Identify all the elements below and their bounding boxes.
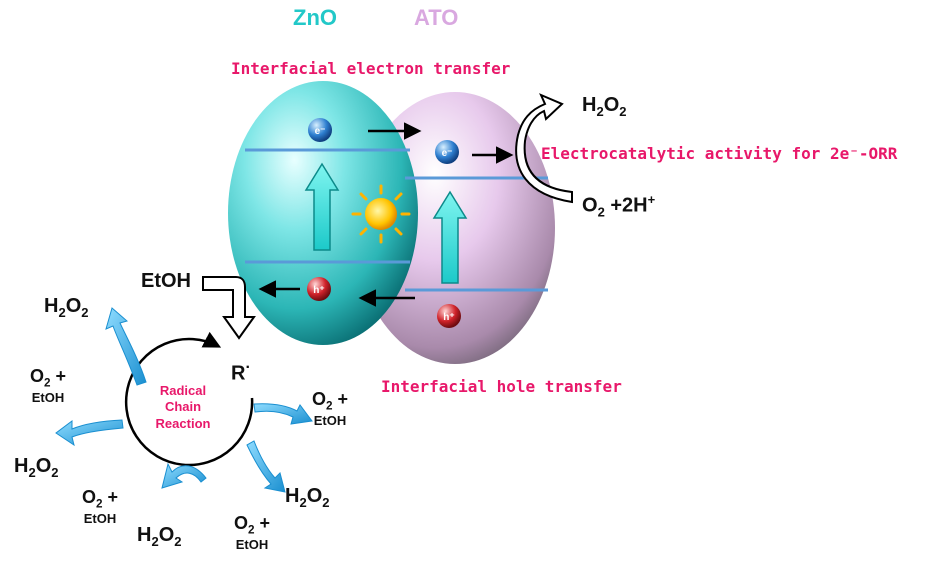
- zno-hole: h⁺: [307, 277, 331, 301]
- o2-etoh-cycle-3: O2 + EtOH: [233, 513, 271, 553]
- ato-hole: h⁺: [437, 304, 461, 328]
- o2-etoh-cycle-4: O2 + EtOH: [311, 389, 349, 429]
- svg-text:h⁺: h⁺: [313, 285, 324, 296]
- radical-label: R·: [231, 359, 251, 385]
- o2-etoh-cycle-1: O2 + EtOH: [29, 366, 67, 406]
- cycle-arrow-1: [105, 307, 147, 386]
- svg-text:e⁻: e⁻: [315, 126, 326, 137]
- o2-proton-reactant: O2 +2H+: [582, 192, 656, 220]
- radical-cycle-circle: [124, 331, 254, 467]
- etoh-label: EtOH: [141, 270, 191, 292]
- h2o2-cycle-4: H2O2: [285, 485, 330, 510]
- zno-excitation-arrow: [304, 162, 340, 251]
- h2o2-product-top: H2O2: [582, 94, 627, 119]
- electrocatalytic-label: Electrocatalytic activity for 2e⁻-ORR: [541, 144, 898, 163]
- interfacial-hole-transfer-label: Interfacial hole transfer: [381, 377, 622, 396]
- h2o2-cycle-2: H2O2: [14, 455, 59, 480]
- ato-label: ATO: [414, 5, 459, 30]
- cycle-arrow-4: [246, 440, 286, 493]
- svg-text:h⁺: h⁺: [443, 312, 454, 323]
- radical-chain-reaction-label: Radical Chain Reaction: [155, 383, 211, 431]
- zno-electron: e⁻: [308, 118, 332, 142]
- cycle-arrow-3: [161, 462, 207, 489]
- o2-etoh-cycle-2: O2 + EtOH: [81, 487, 119, 527]
- interfacial-electron-transfer-label: Interfacial electron transfer: [231, 59, 511, 78]
- ato-electron: e⁻: [435, 140, 459, 164]
- zno-label: ZnO: [293, 5, 337, 30]
- sun-icon: [351, 184, 411, 244]
- cycle-arrow-2: [55, 419, 124, 447]
- orr-curved-arrow: [515, 93, 573, 204]
- cycle-arrows: [55, 307, 313, 493]
- svg-text:e⁻: e⁻: [442, 148, 453, 159]
- etoh-open-arrow: [202, 276, 256, 340]
- ato-excitation-arrow: [432, 190, 468, 284]
- cycle-arrow-5: [253, 403, 313, 425]
- h2o2-cycle-3: H2O2: [137, 524, 182, 549]
- h2o2-cycle-1: H2O2: [44, 295, 89, 320]
